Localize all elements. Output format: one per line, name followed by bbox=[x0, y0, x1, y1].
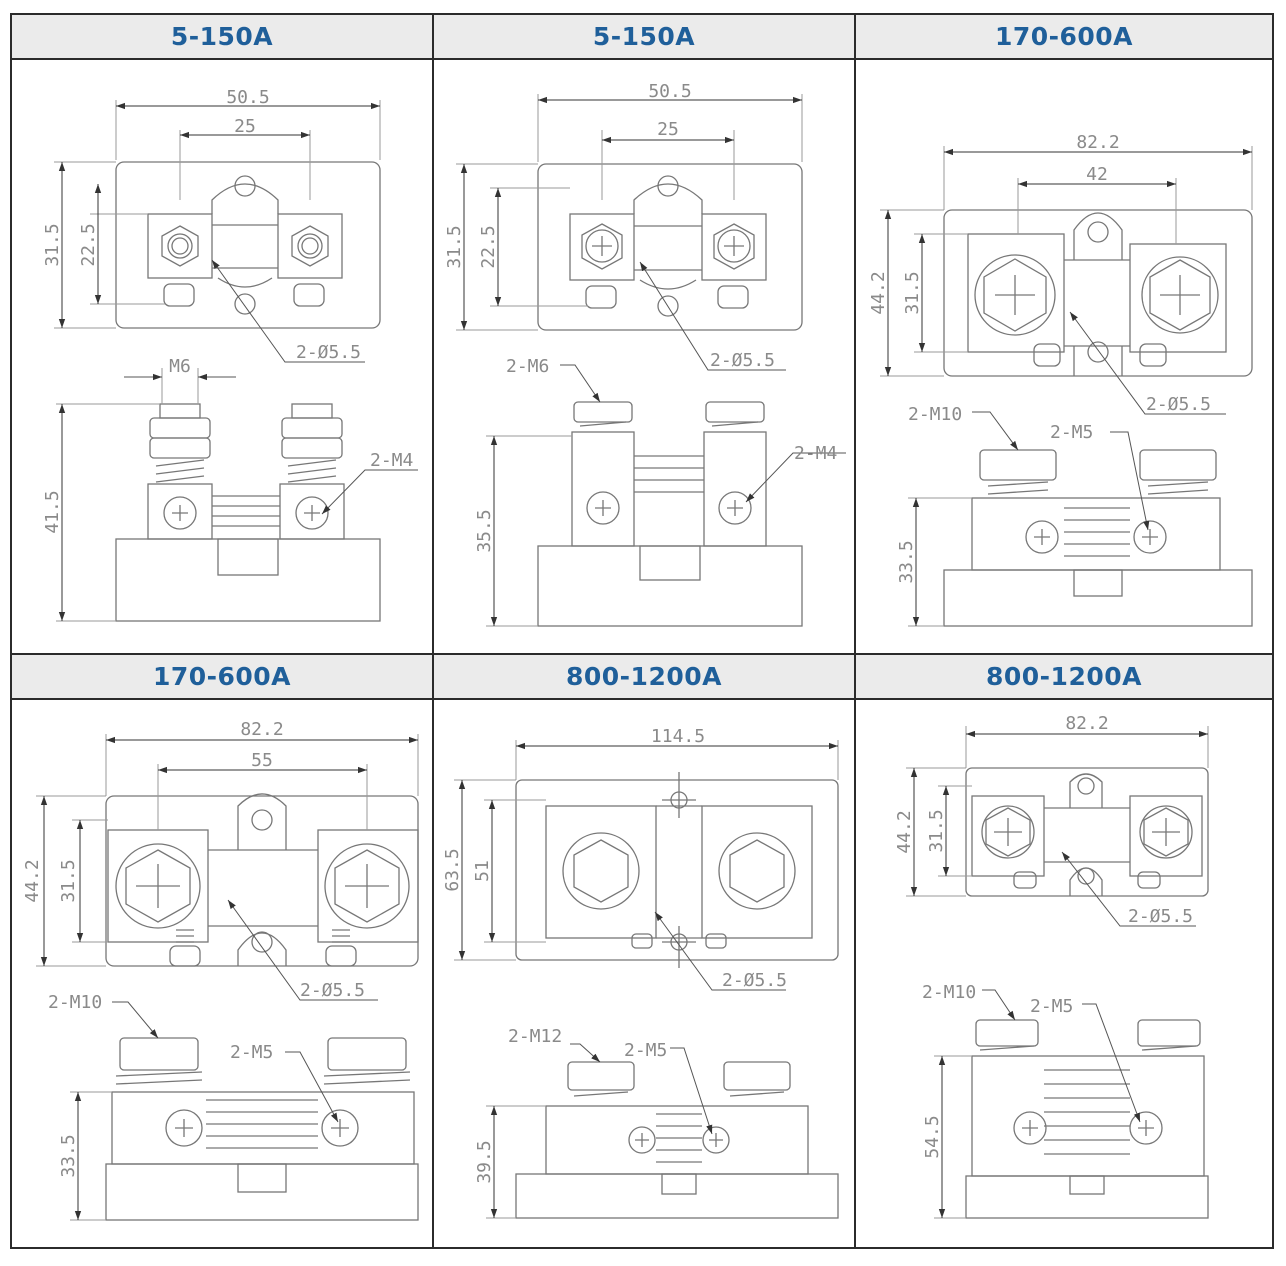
p5-side-height-label: 39.5 bbox=[474, 1140, 495, 1183]
panel-3-side-view bbox=[908, 411, 1253, 627]
p4-terminal-height-label: 31.5 bbox=[58, 859, 79, 902]
p3-stud-label: 2-M10 bbox=[908, 404, 962, 425]
panel-2-title: 5-150A bbox=[592, 22, 696, 51]
panel-1-top-view bbox=[54, 100, 381, 363]
panel-3-header: 170-600A bbox=[856, 15, 1272, 60]
p2-hole-label: 2-Ø5.5 bbox=[710, 350, 775, 371]
p4-hole-label: 2-Ø5.5 bbox=[300, 980, 365, 1001]
p1-hole-label: 2-Ø5.5 bbox=[296, 342, 361, 363]
p6-total-width-label: 82.2 bbox=[1065, 713, 1108, 734]
p3-hole-label: 2-Ø5.5 bbox=[1146, 394, 1211, 415]
p1-total-height-label: 31.5 bbox=[42, 223, 63, 266]
column-divider-1 bbox=[432, 15, 434, 1247]
p6-hole-label: 2-Ø5.5 bbox=[1128, 906, 1193, 927]
p2-total-height-label: 31.5 bbox=[444, 225, 465, 268]
p2-terminal-height-label: 22.5 bbox=[478, 225, 499, 268]
p4-screw-label: 2-M5 bbox=[230, 1042, 273, 1063]
p3-total-width-label: 82.2 bbox=[1076, 132, 1119, 153]
p3-total-height-label: 44.2 bbox=[868, 271, 889, 314]
panel-5-header: 800-1200A bbox=[434, 655, 854, 700]
panel-4-side-view bbox=[70, 1001, 419, 1221]
p2-hole-spacing-label: 25 bbox=[657, 119, 679, 140]
p5-screw-label: 2-M5 bbox=[624, 1040, 667, 1061]
p2-side-height-label: 35.5 bbox=[474, 509, 495, 552]
panel-2-header: 5-150A bbox=[434, 15, 854, 60]
panel-3: 170-600A bbox=[856, 15, 1272, 653]
p1-total-width-label: 50.5 bbox=[226, 87, 269, 108]
p6-total-height-label: 44.2 bbox=[894, 810, 915, 853]
p5-hole-label: 2-Ø5.5 bbox=[722, 970, 787, 991]
drawing-table: 5-150A 5-150A 170-600A 170-600A 800-1200… bbox=[10, 13, 1274, 1249]
p4-total-width-label: 82.2 bbox=[240, 719, 283, 740]
panel-4: 170-600A bbox=[12, 655, 432, 1247]
panel-5-side-view bbox=[486, 1043, 839, 1219]
p1-hole-spacing-label: 25 bbox=[234, 116, 256, 137]
p1-screw-label: 2-M4 bbox=[370, 450, 413, 471]
p5-total-width-label: 114.5 bbox=[651, 726, 705, 747]
panel-5-title: 800-1200A bbox=[566, 662, 722, 691]
row-divider bbox=[12, 653, 1272, 655]
p2-stud-label: 2-M6 bbox=[506, 356, 549, 377]
p5-terminal-height-label: 51 bbox=[472, 860, 493, 882]
p4-hole-spacing-label: 55 bbox=[251, 750, 273, 771]
panel-1-title: 5-150A bbox=[170, 22, 274, 51]
panel-4-header: 170-600A bbox=[12, 655, 432, 700]
panel-4-top-view bbox=[36, 734, 419, 1001]
p4-stud-label: 2-M10 bbox=[48, 992, 102, 1013]
panel-5-top-view bbox=[454, 740, 839, 991]
panel-6-top-view bbox=[906, 726, 1209, 927]
p6-side-height-label: 54.5 bbox=[922, 1115, 943, 1158]
p4-side-height-label: 33.5 bbox=[58, 1134, 79, 1177]
panel-6: 800-1200A bbox=[856, 655, 1272, 1247]
panel-2-side-view bbox=[486, 364, 846, 627]
p1-stud-label: M6 bbox=[169, 356, 191, 377]
p4-total-height-label: 44.2 bbox=[22, 859, 43, 902]
panel-4-title: 170-600A bbox=[152, 662, 292, 691]
p6-terminal-height-label: 31.5 bbox=[926, 809, 947, 852]
panel-1-side-view bbox=[56, 368, 418, 622]
panel-6-title: 800-1200A bbox=[986, 662, 1142, 691]
p1-side-height-label: 41.5 bbox=[42, 490, 63, 533]
panel-2: 5-150A bbox=[434, 15, 854, 653]
p5-stud-label: 2-M12 bbox=[508, 1026, 562, 1047]
p2-screw-label: 2-M4 bbox=[794, 443, 837, 464]
column-divider-2 bbox=[854, 15, 856, 1247]
panel-1: 5-150A bbox=[12, 15, 432, 653]
panel-2-top-view bbox=[456, 94, 803, 371]
p6-screw-label: 2-M5 bbox=[1030, 996, 1073, 1017]
p5-total-height-label: 63.5 bbox=[442, 848, 463, 891]
p2-total-width-label: 50.5 bbox=[648, 81, 691, 102]
panel-6-side-view bbox=[934, 989, 1209, 1219]
panel-3-top-view bbox=[880, 146, 1253, 415]
panel-3-title: 170-600A bbox=[994, 22, 1134, 51]
p6-stud-label: 2-M10 bbox=[922, 982, 976, 1003]
p3-hole-spacing-label: 42 bbox=[1086, 164, 1108, 185]
panel-5: 800-1200A bbox=[434, 655, 854, 1247]
panel-6-header: 800-1200A bbox=[856, 655, 1272, 700]
p1-terminal-height-label: 22.5 bbox=[78, 223, 99, 266]
p3-screw-label: 2-M5 bbox=[1050, 422, 1093, 443]
p3-terminal-height-label: 31.5 bbox=[902, 271, 923, 314]
panel-1-header: 5-150A bbox=[12, 15, 432, 60]
dimension-labels: 50.5 25 31.5 22.5 2-Ø5.5 M6 2-M4 41.5 50… bbox=[22, 81, 1211, 1184]
p3-side-height-label: 33.5 bbox=[896, 540, 917, 583]
